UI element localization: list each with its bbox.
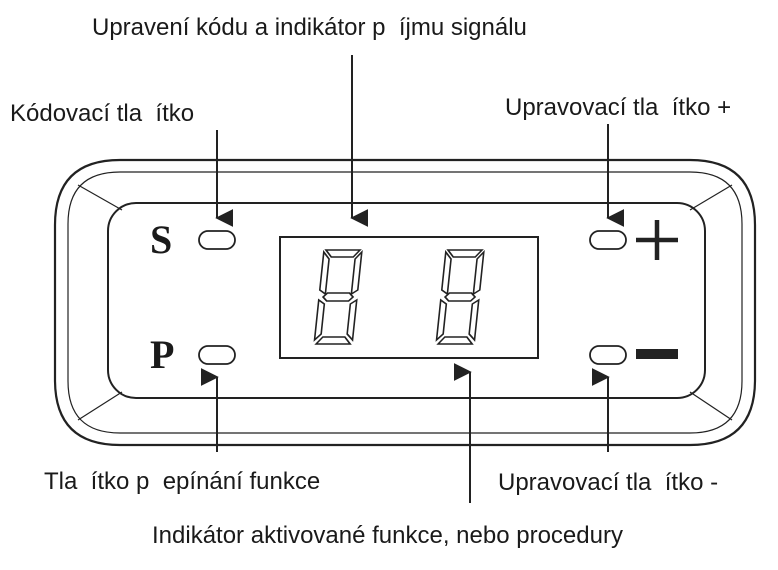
callout-arrows (200, 55, 625, 503)
panel-bevel (67, 171, 743, 434)
display-window (279, 236, 539, 359)
label-active-function-indicator: Indikátor aktivované funkce, nebo proced… (152, 522, 623, 549)
label-adjust-plus-button: Upravovací tla ítko + (505, 94, 732, 121)
s-button[interactable] (198, 230, 236, 250)
seven-segment-digit-2 (435, 249, 485, 345)
label-code-and-signal-indicator: Upravení kódu a indikátor p íjmu signálu (92, 14, 527, 41)
letter-s: S (150, 217, 173, 262)
plus-button[interactable] (589, 230, 627, 250)
letter-p: P (150, 332, 175, 377)
plus-icon (636, 220, 678, 260)
label-coding-button: Kódovací tla ítko (10, 100, 195, 127)
p-button[interactable] (198, 345, 236, 365)
seven-segment-digit-1 (313, 249, 363, 345)
panel-corner-lines (77, 184, 733, 421)
label-adjust-minus-button: Upravovací tla ítko - (498, 469, 719, 496)
minus-icon (636, 349, 678, 359)
panel-outer-frame (53, 158, 757, 447)
label-function-switch-button: Tla ítko p epínání funkce (44, 468, 321, 495)
panel-inner-face (107, 202, 706, 399)
minus-button[interactable] (589, 345, 627, 365)
